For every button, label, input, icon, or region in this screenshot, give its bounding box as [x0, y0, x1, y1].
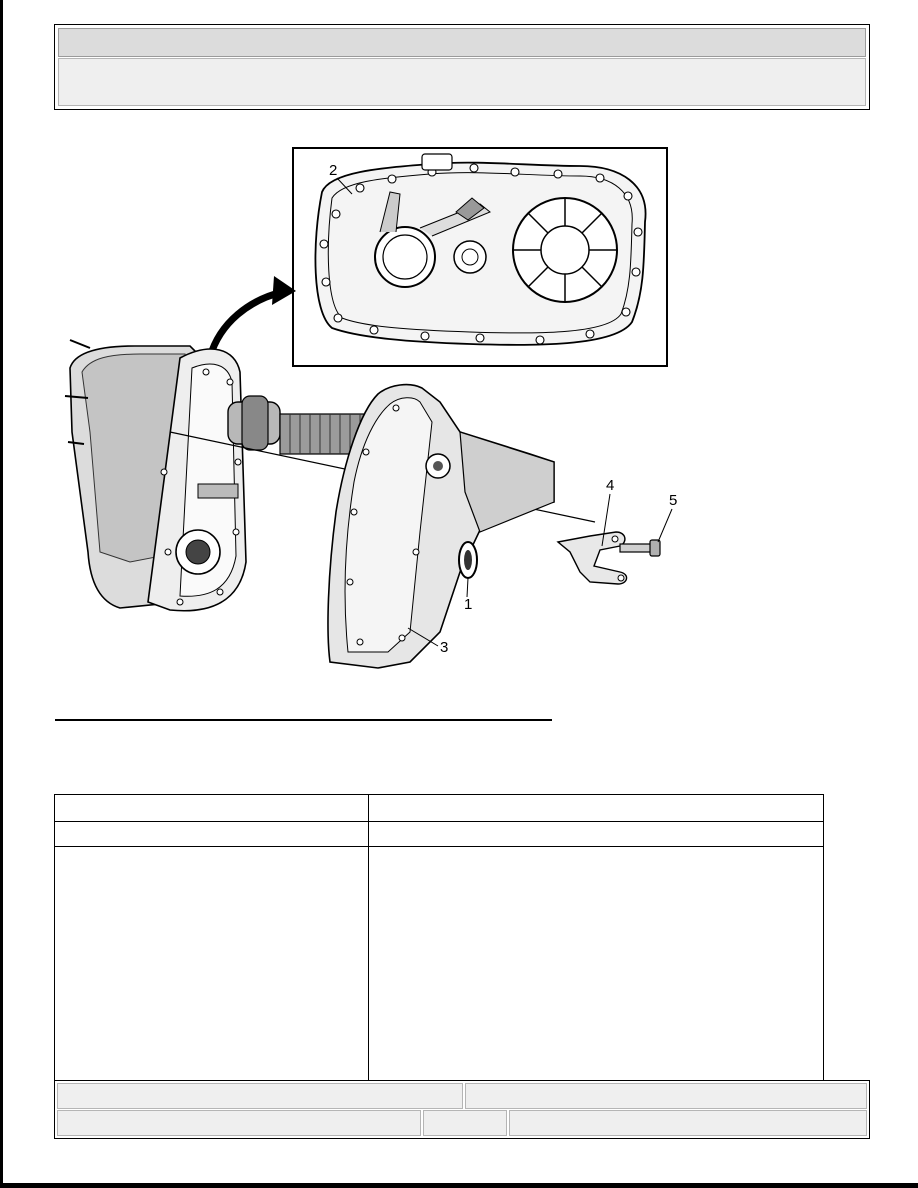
callout-4-label: 4 — [606, 477, 614, 494]
callout-3-label: 3 — [440, 639, 448, 656]
header-subtitle-bar — [58, 58, 866, 106]
spec-table — [54, 794, 825, 1098]
table-cell — [367, 821, 825, 847]
page-border-bottom — [0, 1183, 918, 1188]
callout-1-label: 1 — [464, 596, 472, 613]
table-row — [54, 846, 825, 1098]
table-cell — [367, 846, 825, 1098]
section-divider — [55, 719, 552, 721]
table-row — [54, 794, 825, 822]
page-border-left — [0, 0, 3, 1188]
transfer-case-housing — [64, 339, 373, 612]
document-footer — [54, 1080, 870, 1139]
table-cell — [367, 794, 825, 822]
callout-5-label: 5 — [669, 492, 677, 509]
callout-2-label: 2 — [329, 162, 337, 179]
footer-top-right — [465, 1083, 867, 1109]
transfer-case-cover — [327, 383, 555, 669]
transfer-case-illustration: 2 — [60, 132, 690, 698]
table-cell — [54, 821, 369, 847]
table-cell — [54, 846, 369, 1098]
table-row — [54, 821, 825, 847]
footer-bottom-middle — [423, 1110, 507, 1136]
document-header — [54, 24, 870, 110]
footer-bottom-left — [57, 1110, 421, 1136]
footer-bottom-right — [509, 1110, 867, 1136]
cover-inset-detail: 2 — [292, 147, 668, 367]
seal-part — [458, 541, 478, 579]
table-cell — [54, 794, 369, 822]
footer-top-left — [57, 1083, 463, 1109]
header-title-bar — [58, 28, 866, 57]
bracket-and-bolt — [556, 531, 661, 585]
